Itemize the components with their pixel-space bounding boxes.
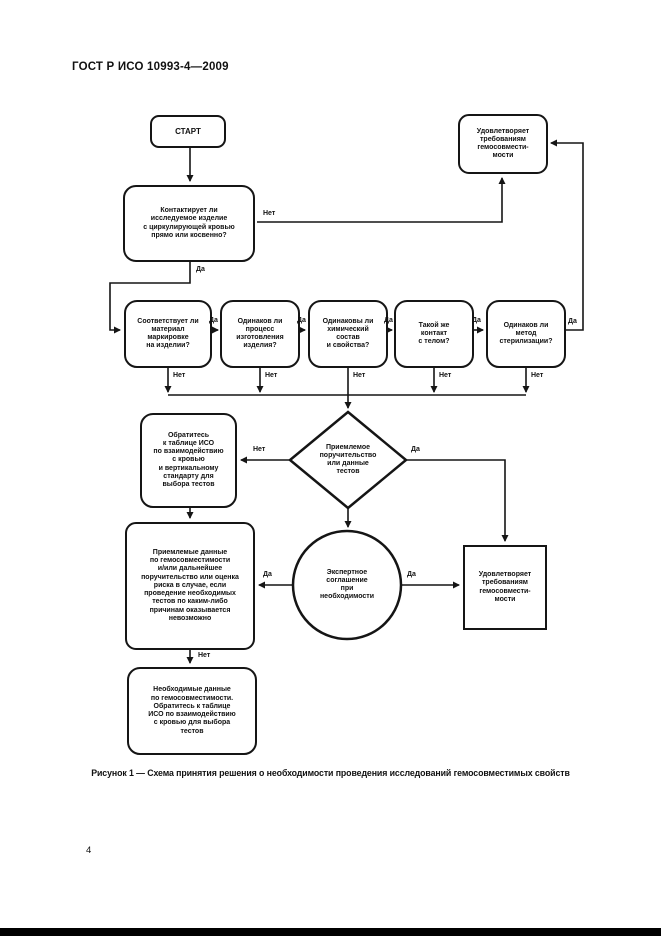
arrow-diamond-yes-to-square: [406, 459, 509, 542]
node-acceptable-data: Приемлемые данные по гемосовместимости и…: [125, 522, 255, 650]
edge-label-q2-no: Нет: [265, 372, 278, 379]
node-same-sterilization: Одинаков ли метод стерилизации?: [486, 300, 566, 368]
node-meets-requirements-top: Удовлетворяет требованиям гемосовмести- …: [458, 114, 548, 174]
edge-label-diamond-no: Нет: [253, 446, 266, 453]
edge-label-contact-yes: Да: [196, 266, 205, 273]
node-contacts-blood: Контактирует ли исследуемое изделие с ци…: [123, 185, 255, 262]
node-consult-iso-vertical: Обратитесь к таблице ИСО по взаимодейств…: [140, 413, 237, 508]
arrow-contact-no-to-top-box: [257, 177, 506, 223]
edge-label-contact-no: Нет: [263, 210, 276, 217]
edge-label-acceptable-no: Нет: [198, 652, 211, 659]
edge-label-q5-yes: Да: [568, 318, 577, 325]
arrow-q5-yes-to-top-box: [550, 139, 584, 331]
arrow-contact-yes-to-q1: [109, 262, 191, 334]
edge-label-diamond-yes: Да: [411, 446, 420, 453]
figure-caption: Рисунок 1 — Схема принятия решения о нео…: [91, 768, 570, 778]
node-acceptable-guarantee: Приемлемое поручительство или данные тес…: [319, 443, 377, 476]
node-meets-requirements-bottom: Удовлетворяет требованиям гемосовмести- …: [463, 545, 547, 630]
node-same-composition: Одинаковы ли химический состав и свойств…: [308, 300, 388, 368]
scan-bottom-edge: [0, 928, 661, 936]
edge-label-expert-yes-right: Да: [407, 571, 416, 578]
decision-diamond-shape: [288, 410, 408, 510]
document-header: ГОСТ Р ИСО 10993-4—2009: [72, 61, 229, 73]
edge-label-q2-yes: Да: [297, 317, 306, 324]
node-expert-agreement: Экспертное соглашение при необходимости: [319, 568, 375, 601]
node-same-body-contact: Такой же контакт с телом?: [394, 300, 474, 368]
edge-label-q4-no: Нет: [439, 372, 452, 379]
edge-label-expert-yes-left: Да: [263, 571, 272, 578]
node-required-data: Необходимые данные по гемосовместимости.…: [127, 667, 257, 755]
node-start: СТАРТ: [150, 115, 226, 148]
expert-agreement-circle-shape: [291, 529, 403, 641]
edge-label-q1-yes: Да: [209, 317, 218, 324]
node-same-process: Одинаков ли процесс изготовления изделия…: [220, 300, 300, 368]
edge-label-q5-no: Нет: [531, 372, 544, 379]
page-number: 4: [86, 845, 92, 856]
edge-label-q4-yes: Да: [472, 317, 481, 324]
node-material-matches: Соответствует ли материал маркировке на …: [124, 300, 212, 368]
edge-label-q1-no: Нет: [173, 372, 186, 379]
edge-label-q3-no: Нет: [353, 372, 366, 379]
edge-label-q3-yes: Да: [384, 317, 393, 324]
